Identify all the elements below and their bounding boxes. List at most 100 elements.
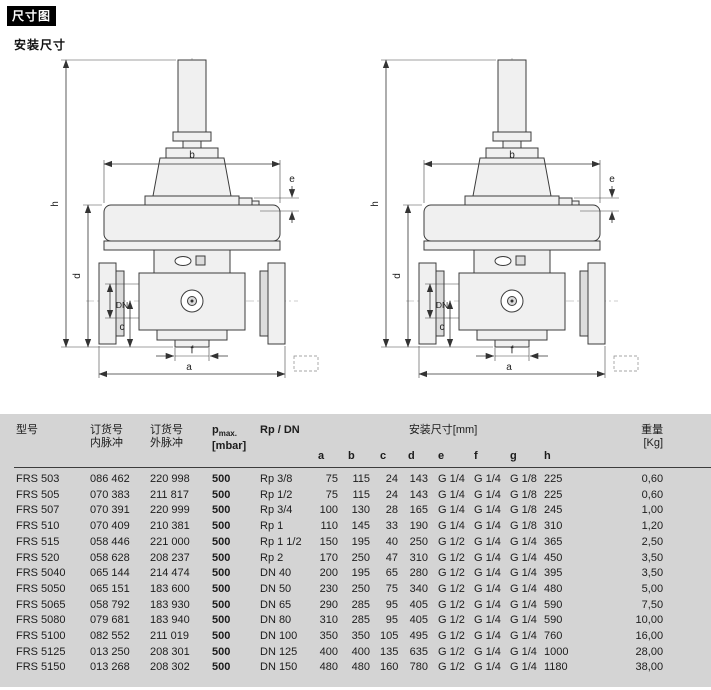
cell-c: 160 [380,661,399,674]
cell-pmax: 500 [212,645,231,658]
cell-internal: 058 792 [90,598,130,611]
valve-outline [61,58,318,378]
cell-external: 183 930 [150,598,190,611]
header-line: [Kg] [643,437,664,449]
cell-internal: 070 383 [90,488,130,501]
cell-external: 211 019 [150,630,189,643]
col-header-pmax: pmax. [mbar] [210,422,258,468]
cell-pmax: 500 [212,630,231,643]
cell-c: 105 [380,630,399,643]
cell-external: 210 381 [150,520,190,533]
cell-e: G 1/2 [438,630,465,643]
cell-external: 221 000 [150,535,190,548]
cell-g: G 1/8 [510,488,537,501]
table-header-row-letters: a b c d e f g h [14,437,711,468]
cell-a: 480 [319,661,338,674]
cell-model: FRS 5125 [16,645,66,658]
table-header-row-main: 型号 订货号 内脉冲 订货号 外脉冲 pmax. [mbar] Rp / DN … [14,422,711,468]
cell-weight: 1,00 [641,504,664,517]
cell-e: G 1/4 [438,473,465,485]
cell-internal: 082 552 [90,630,130,643]
page-badge: 尺寸图 [7,6,57,26]
cell-d: 165 [409,504,428,517]
cell-weight: 10,00 [635,614,664,627]
cell-weight: 1,20 [641,520,664,533]
cell-d: 405 [409,598,428,611]
header-line: 内脉冲 [90,437,123,449]
cell-b: 250 [351,551,370,564]
cell-pmax: 500 [212,551,231,564]
cell-a: 200 [319,567,338,580]
valve-drawing-threaded: b e h d DN c f a [50,58,318,378]
cell-pmax: 500 [212,504,231,517]
cell-e: G 1/2 [438,535,465,548]
cell-model: FRS 510 [16,520,60,533]
cell-f: G 1/4 [474,551,501,564]
cell-f: G 1/4 [474,661,501,674]
cell-pmax: 500 [212,661,231,674]
cell-e: G 1/4 [438,520,465,533]
cell-a: 150 [319,535,338,548]
cell-d: 635 [409,645,428,658]
cell-f: G 1/4 [474,488,501,501]
dim-label-d: d [392,273,403,279]
cell-internal: 086 462 [90,473,130,485]
cell-g: G 1/4 [510,535,537,548]
cell-d: 280 [409,567,428,580]
cell-model: FRS 505 [16,488,60,501]
dim-label-d: d [72,273,83,279]
cell-g: G 1/8 [510,504,537,517]
cell-external: 183 600 [150,582,190,595]
cell-model: FRS 503 [16,473,60,485]
cell-g: G 1/4 [510,661,537,674]
cell-external: 220 998 [150,473,190,485]
cell-rp_dn: Rp 3/4 [260,504,293,517]
cell-e: G 1/4 [438,488,465,501]
cell-internal: 070 391 [90,504,130,517]
cell-f: G 1/4 [474,473,501,485]
cell-b: 480 [351,661,370,674]
cell-h: 1180 [544,661,568,674]
cell-b: 195 [351,567,370,580]
cell-g: G 1/4 [510,567,537,580]
col-header-rp-dn: Rp / DN [258,422,316,468]
cell-d: 495 [409,630,428,643]
cell-weight: 0,60 [641,488,664,501]
dim-label-dn: DN [436,300,448,310]
cell-rp_dn: Rp 3/8 [260,473,293,485]
cell-model: FRS 5150 [16,661,66,674]
cell-rp_dn: Rp 1 1/2 [260,535,302,548]
cell-c: 95 [385,614,398,627]
cell-internal: 065 151 [90,582,130,595]
spec-table: 型号 订货号 内脉冲 订货号 外脉冲 pmax. [mbar] Rp / DN … [14,422,711,676]
cell-f: G 1/4 [474,567,501,580]
cell-pmax: 500 [212,473,231,485]
col-header-weight: 重量 [Kg] [570,422,711,468]
cell-a: 310 [319,614,338,627]
cell-b: 145 [351,520,370,533]
cell-external: 183 940 [150,614,190,627]
cell-a: 350 [319,630,338,643]
cell-c: 24 [385,488,398,501]
cell-h: 225 [544,488,563,501]
dim-label-c: c [120,322,125,333]
cell-c: 33 [385,520,398,533]
cell-b: 115 [352,473,370,485]
cell-e: G 1/2 [438,567,465,580]
dim-label-e: e [289,174,295,185]
header-line: 订货号 [150,424,183,436]
cell-h: 590 [544,614,563,627]
cell-g: G 1/4 [510,630,537,643]
dimension-diagrams: b e h d DN c f a b e h d DN c f a [50,54,711,402]
cell-d: 405 [409,614,428,627]
dim-label-a: a [186,362,192,373]
cell-d: 190 [409,520,428,533]
dim-label-a: a [506,362,512,373]
cell-e: G 1/2 [438,582,465,595]
col-header-model: 型号 [14,422,88,468]
cell-model: FRS 5080 [16,614,66,627]
col-header-e: e [436,437,472,468]
